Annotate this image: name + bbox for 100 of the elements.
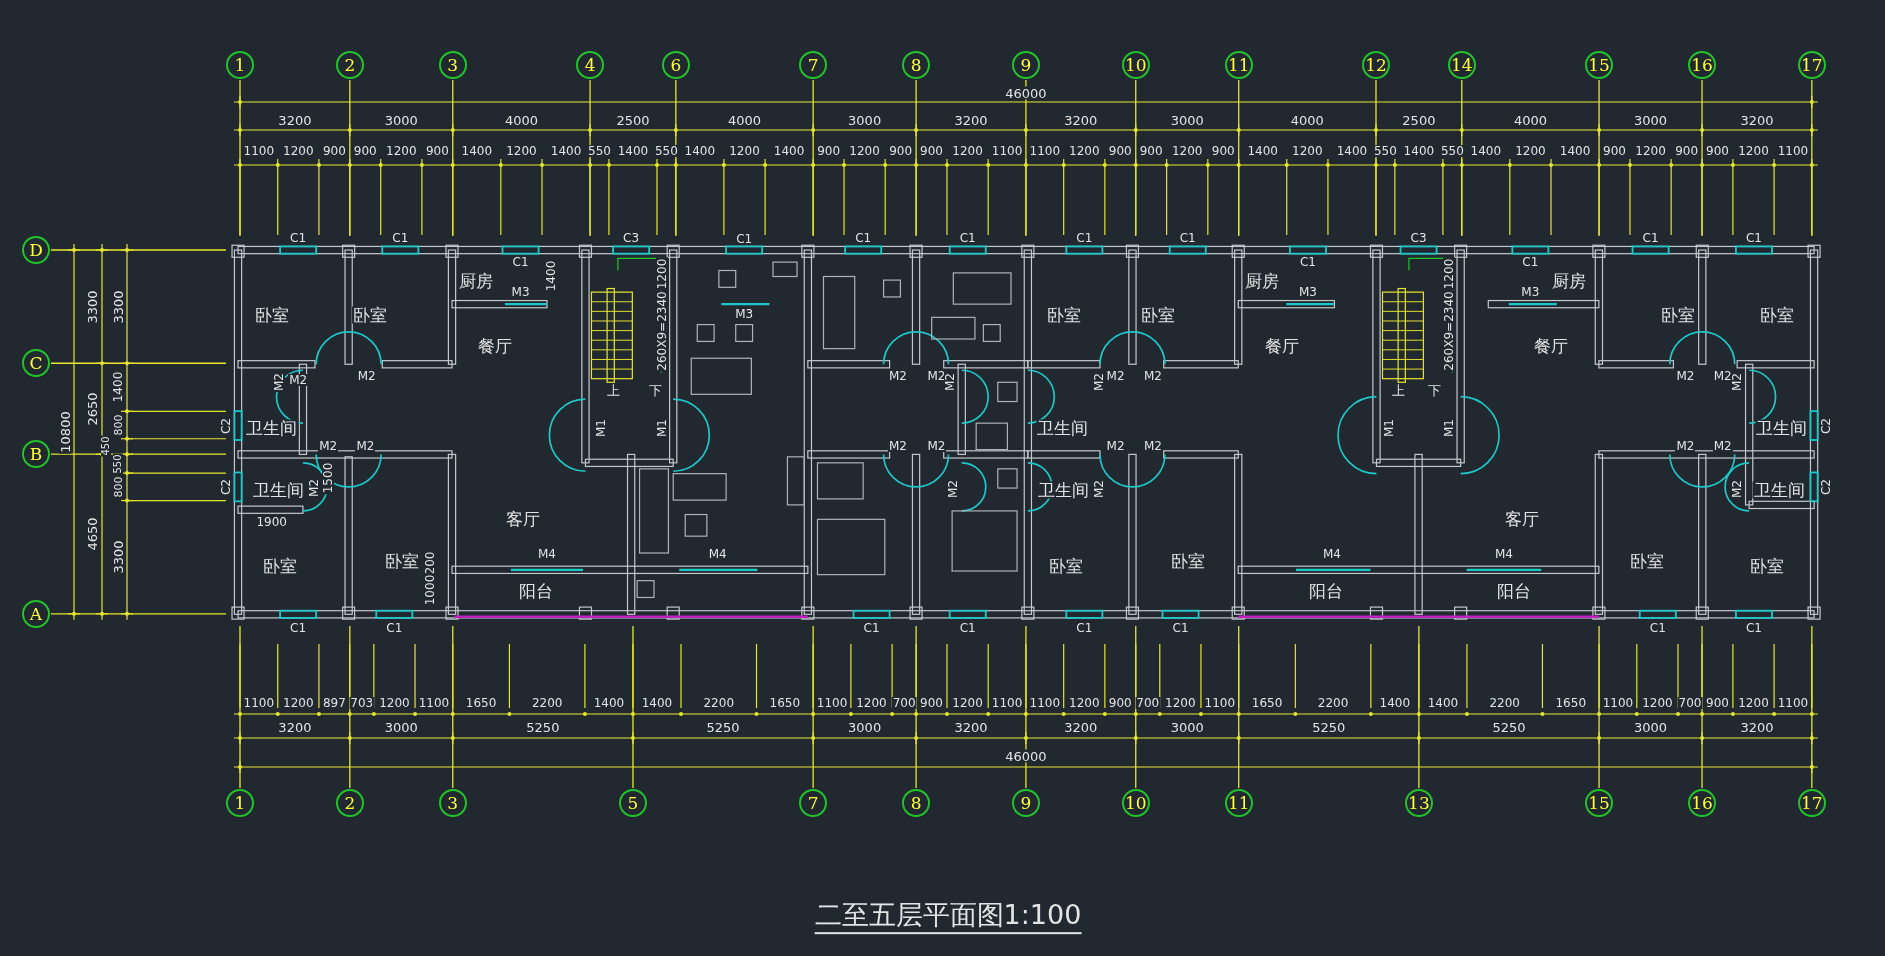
door-label: M2 xyxy=(1092,372,1105,393)
dimension-text: 1100 xyxy=(1776,697,1810,709)
dimension-text: 900 xyxy=(816,145,842,157)
dimension-text: 1400 xyxy=(1469,145,1503,157)
dimension-text: 1100 xyxy=(1028,145,1062,157)
dimension-text: 1100 xyxy=(1601,697,1635,709)
dimension-text: 1200 xyxy=(855,697,888,709)
dimension-text: 900 xyxy=(1705,697,1730,709)
room-label: 厨房 xyxy=(458,272,495,290)
dimension-text: 200 xyxy=(424,550,437,576)
grid-bubble: 3 xyxy=(438,51,467,79)
dimension-text: 1400 xyxy=(1558,145,1592,157)
dimension-text: 1400 xyxy=(549,145,583,157)
dimension-text: 1000 xyxy=(424,574,437,607)
dimension-text: 900 xyxy=(1602,145,1627,157)
dimension-text: 10800 xyxy=(58,410,72,454)
grid-bubble: 6 xyxy=(661,51,690,79)
door-label: M2 xyxy=(272,372,285,393)
dimension-text: 3000 xyxy=(383,720,419,734)
dimension-text: 1400 xyxy=(616,145,650,157)
dimension-text: 2650 xyxy=(85,391,99,427)
dimension-text: 1100 xyxy=(1028,697,1062,709)
window-label: C1 xyxy=(735,233,754,246)
dimension-text: 3200 xyxy=(1739,720,1775,734)
door-label: M2 xyxy=(1142,370,1163,383)
grid-bubble: 16 xyxy=(1688,51,1717,79)
door-label: M2 xyxy=(1675,440,1696,452)
window-label: C3 xyxy=(622,232,641,244)
dimension-text: 1200 xyxy=(1514,145,1547,157)
dimension-text: 1400 xyxy=(1335,145,1369,157)
grid-bubble: 17 xyxy=(1797,789,1826,817)
dimension-text: 46000 xyxy=(1004,86,1048,100)
room-label: 卧室 xyxy=(253,306,290,324)
door-label: M2 xyxy=(1675,370,1696,383)
dimension-text: 3000 xyxy=(1169,113,1205,127)
dimension-text: 1500 xyxy=(322,462,335,495)
dimension-text: 800 xyxy=(112,413,124,437)
dimension-text: 1200 xyxy=(951,145,984,157)
grid-bubble: 10 xyxy=(1121,51,1150,79)
dimension-text: 900 xyxy=(1107,697,1133,709)
grid-bubble: 12 xyxy=(1362,51,1390,79)
window-label: C1 xyxy=(958,232,977,244)
room-label: 卫生间 xyxy=(252,482,306,499)
dimension-text: 897 xyxy=(321,697,347,709)
window-label: C1 xyxy=(862,621,881,634)
window-label: C1 xyxy=(1744,621,1763,634)
room-label: 卧室 xyxy=(1660,306,1697,324)
room-label: 卧室 xyxy=(1758,306,1795,324)
dimension-text: 700 xyxy=(1135,697,1161,709)
room-label: 卫生间 xyxy=(1752,482,1806,499)
dimension-text: 900 xyxy=(352,145,378,157)
dimension-text: 550 xyxy=(653,145,679,157)
dimension-text: 1100 xyxy=(815,697,849,709)
door-label: M1 xyxy=(595,417,608,438)
grid-bubble: 11 xyxy=(1224,789,1253,817)
door-label: M2 xyxy=(307,478,320,499)
dimension-text: 1400 xyxy=(683,145,717,157)
dimension-text: 703 xyxy=(349,697,375,709)
dimension-text: 900 xyxy=(919,697,944,709)
room-label: 卧室 xyxy=(383,552,420,570)
dimension-text: 1100 xyxy=(242,145,276,157)
dimension-text: 1200 xyxy=(848,145,881,157)
dimension-text: 4000 xyxy=(1512,113,1548,127)
grid-bubble: B xyxy=(22,440,50,469)
dimension-text: 1200 xyxy=(1068,145,1101,157)
door-label: M2 xyxy=(1712,370,1733,383)
dimension-text: 550 xyxy=(1372,145,1398,157)
door-label: M2 xyxy=(1731,372,1744,393)
door-label: M4 xyxy=(1322,548,1342,561)
dimension-text: 1650 xyxy=(768,697,802,709)
dimension-text: 1650 xyxy=(1250,697,1284,709)
dimension-text: 3000 xyxy=(847,113,883,127)
dimension-text: 900 xyxy=(1210,145,1236,157)
door-label: M1 xyxy=(1382,417,1395,438)
dimension-text: 1200 xyxy=(378,697,411,709)
door-label: M2 xyxy=(356,370,377,383)
door-label: M1 xyxy=(656,417,669,438)
room-label: 卧室 xyxy=(1749,557,1786,575)
dimension-text: 550 xyxy=(113,453,123,475)
dimension-text: 1100 xyxy=(1776,145,1810,157)
window-label: C2 xyxy=(1820,416,1833,435)
dimension-text: 1200 xyxy=(951,697,984,709)
dimension-text: 3300 xyxy=(111,289,125,325)
door-label: M4 xyxy=(537,548,557,561)
stair-label: 上 xyxy=(1390,383,1406,396)
window-label: C2 xyxy=(1820,477,1833,496)
door-label: M2 xyxy=(355,440,376,452)
grid-bubble: 17 xyxy=(1797,51,1826,79)
dimension-text: 1650 xyxy=(464,697,498,709)
dimension-text: 1200 xyxy=(385,145,418,157)
dimension-text: 1100 xyxy=(990,697,1024,709)
room-label: 客厅 xyxy=(504,510,541,528)
dimension-text: 5250 xyxy=(1491,720,1527,734)
dimension-text: 1900 xyxy=(255,515,288,528)
door-label: M2 xyxy=(318,440,339,452)
room-label: 卧室 xyxy=(1045,306,1082,324)
dimension-text: 700 xyxy=(1677,697,1703,709)
dimension-text: 5250 xyxy=(1311,720,1347,734)
grid-bubble: 2 xyxy=(335,51,364,79)
dimension-text: 900 xyxy=(919,145,944,157)
